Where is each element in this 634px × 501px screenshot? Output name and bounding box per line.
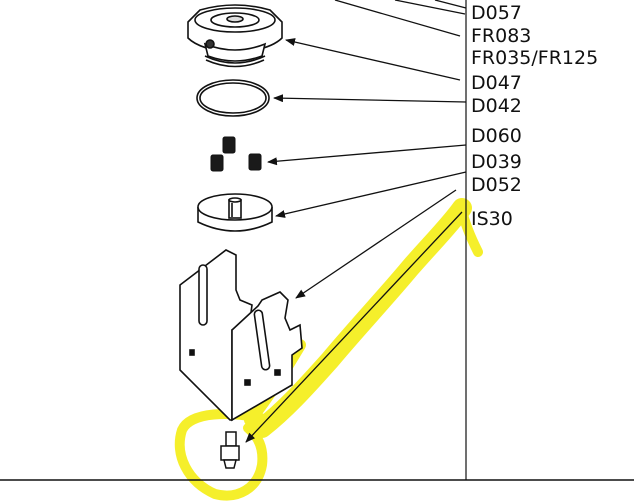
label-FR035-FR125: FR035/FR125 (471, 47, 598, 69)
o-ring-part (196, 79, 270, 117)
fitting-part (220, 431, 240, 469)
float-cup-part (197, 193, 273, 232)
top-cap-part (187, 4, 283, 68)
label-D047: D047 (471, 72, 522, 94)
bracket-parts (179, 249, 303, 422)
label-FR083: FR083 (471, 25, 531, 47)
label-D052: D052 (471, 174, 522, 196)
top-leader-lines (334, 0, 467, 37)
label-IS30: IS30 (471, 208, 513, 230)
leader-arrows (245, 38, 467, 443)
label-D060: D060 (471, 125, 522, 147)
label-D057: D057 (471, 2, 522, 24)
label-D042: D042 (471, 95, 522, 117)
part-labels: D057 FR083 FR035/FR125 D047 D042 D060 D0… (471, 2, 598, 230)
plugs-part (210, 136, 262, 172)
label-D039: D039 (471, 151, 522, 173)
